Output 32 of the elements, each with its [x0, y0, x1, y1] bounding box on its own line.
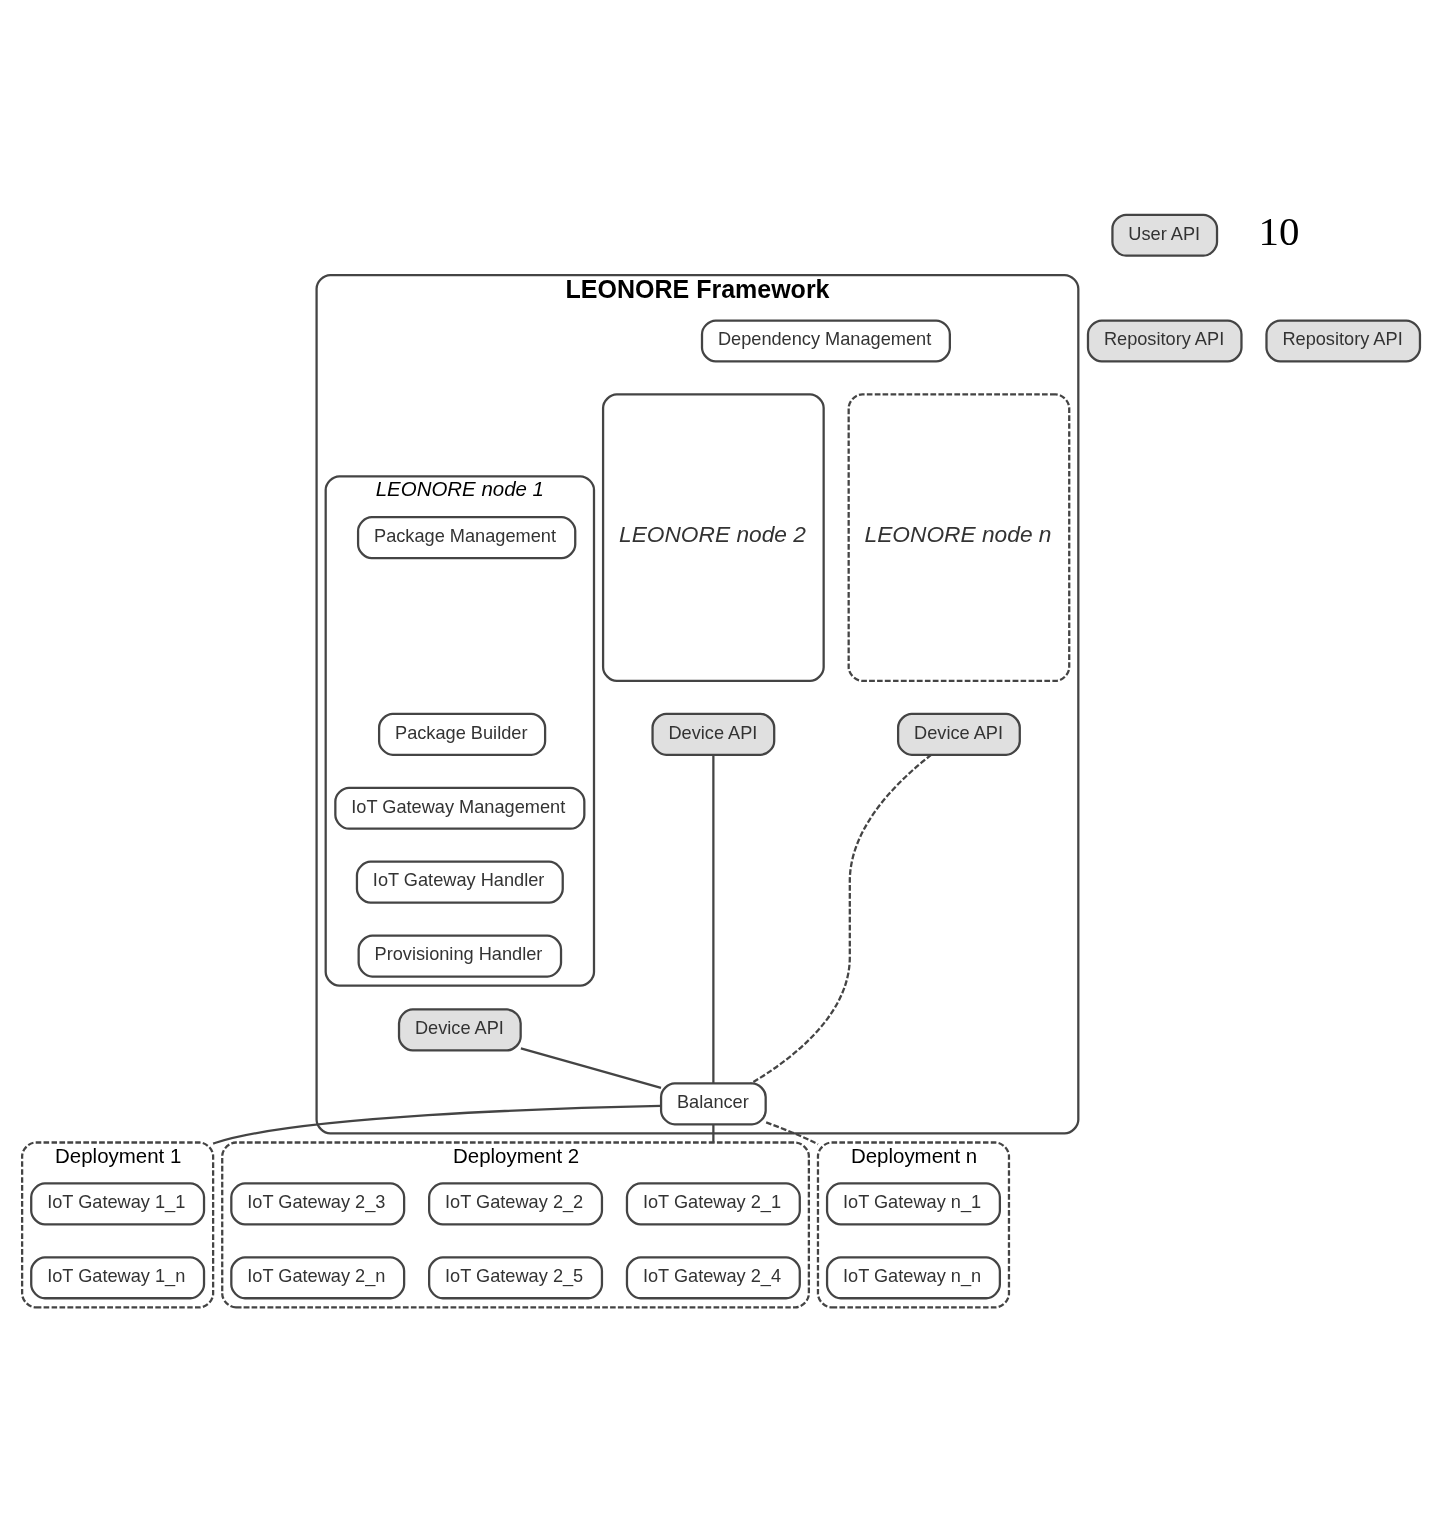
- connector: [765, 1121, 819, 1146]
- node-box: Dependency Management: [700, 319, 951, 363]
- node-box: IoT Gateway 1_1: [30, 1182, 206, 1226]
- connector: [712, 1124, 715, 1143]
- node-box: Repository API: [1086, 319, 1243, 363]
- node-box: Device API: [651, 712, 776, 756]
- connector: [750, 754, 932, 1085]
- connector: [212, 1104, 661, 1145]
- node-box: Device API: [397, 1008, 522, 1052]
- node-box: IoT Gateway 2_n: [230, 1256, 406, 1300]
- node-box: Package Management: [356, 516, 577, 560]
- node-box: LEONORE node n: [847, 393, 1071, 683]
- node-box: User API: [1111, 213, 1219, 257]
- node-box: IoT Gateway Handler: [355, 860, 564, 904]
- node-box: Package Builder: [378, 712, 547, 756]
- node-box: IoT Gateway n_1: [825, 1182, 1001, 1226]
- node-box: IoT Gateway 2_3: [230, 1182, 406, 1226]
- node-box: Device API: [897, 712, 1021, 756]
- node-box: IoT Gateway Management: [334, 786, 586, 830]
- connector: [520, 1047, 662, 1089]
- connector: [712, 755, 715, 1083]
- node-box: IoT Gateway 2_1: [625, 1182, 801, 1226]
- node-box: IoT Gateway n_n: [825, 1256, 1001, 1300]
- node-box: IoT Gateway 2_5: [428, 1256, 604, 1300]
- label: 10: [1258, 209, 1300, 255]
- node-box: Balancer: [659, 1082, 767, 1126]
- node-box: LEONORE node 2: [601, 393, 825, 683]
- node-box: Provisioning Handler: [357, 934, 563, 978]
- node-box: IoT Gateway 1_n: [30, 1256, 206, 1300]
- node-box: Repository API: [1265, 319, 1422, 363]
- node-box: IoT Gateway 2_2: [428, 1182, 604, 1226]
- node-box: IoT Gateway 2_4: [625, 1256, 801, 1300]
